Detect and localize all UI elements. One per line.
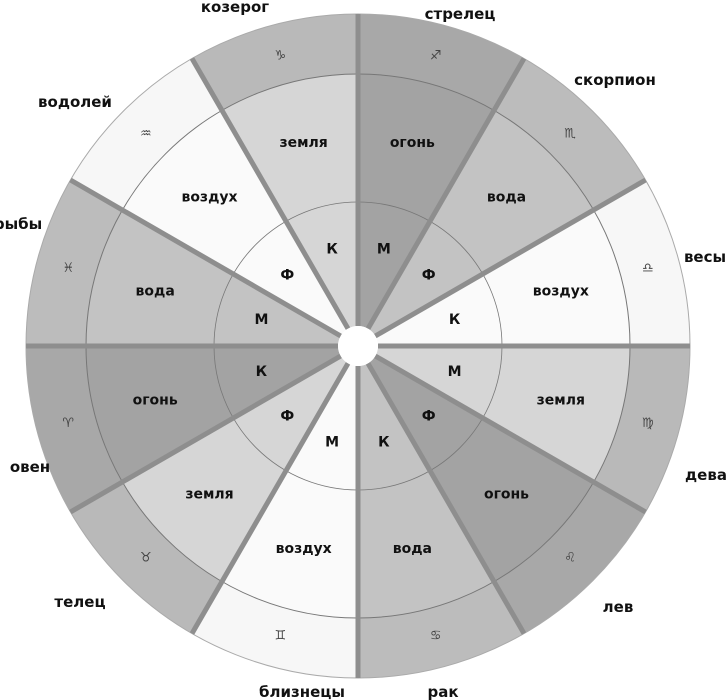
element-sector xyxy=(122,110,348,336)
element-sector xyxy=(375,346,630,482)
sign-name-label: рыбы xyxy=(0,215,42,233)
zodiac-glyph-icon: ♋ xyxy=(430,628,442,643)
sign-ring-sector xyxy=(494,482,646,634)
quality-label: К xyxy=(378,435,390,451)
element-sector xyxy=(86,346,341,482)
element-label: земля xyxy=(279,135,327,151)
sign-name-label: скорпион xyxy=(574,71,656,89)
zodiac-glyph-icon: ♎ xyxy=(642,261,654,276)
element-label: огонь xyxy=(390,135,435,151)
zodiac-glyph-icon: ♒ xyxy=(140,126,152,141)
sector-divider xyxy=(374,353,647,515)
sign-ring-sector xyxy=(70,482,222,634)
element-label: воздух xyxy=(533,284,589,300)
quality-label: К xyxy=(449,312,461,328)
element-label: огонь xyxy=(133,392,178,408)
element-sector xyxy=(122,356,348,582)
quality-label: Ф xyxy=(422,267,436,283)
zodiac-glyph-icon: ♑ xyxy=(275,49,287,64)
sector-divider xyxy=(189,57,351,330)
element-label: огонь xyxy=(484,486,529,502)
zodiac-glyph-icon: ♓ xyxy=(62,261,74,276)
sign-name-label: весы xyxy=(684,248,726,266)
element-sector xyxy=(375,210,630,346)
sign-ring-sector xyxy=(593,346,690,512)
sign-name-label: овен xyxy=(10,458,50,476)
zodiac-glyph-icon: ♍ xyxy=(642,416,654,431)
quality-label: М xyxy=(448,364,462,380)
sign-ring-sector xyxy=(358,14,524,111)
element-label: воздух xyxy=(181,190,237,206)
element-sector xyxy=(222,74,358,329)
element-label: вода xyxy=(487,190,526,206)
sign-ring-sector xyxy=(494,58,646,210)
quality-label: Ф xyxy=(422,409,436,425)
zodiac-glyph-icon: ♉ xyxy=(140,551,152,566)
zodiac-glyph-icon: ♏ xyxy=(564,126,576,141)
quality-label: Ф xyxy=(280,409,294,425)
element-sector xyxy=(86,210,341,346)
element-sector xyxy=(222,363,358,618)
sector-divider xyxy=(69,177,342,339)
sign-name-label: рак xyxy=(427,683,458,700)
sign-name-label: козерог xyxy=(201,0,269,16)
sign-name-label: дева xyxy=(685,466,727,484)
sign-ring-sector xyxy=(358,581,524,678)
sign-name-label: близнецы xyxy=(259,683,345,700)
sign-name-label: телец xyxy=(54,593,105,611)
sign-ring-sector xyxy=(593,180,690,346)
sign-ring-sector xyxy=(26,180,123,346)
element-label: вода xyxy=(393,541,432,557)
sign-name-label: стрелец xyxy=(425,5,496,23)
quality-label: М xyxy=(377,241,391,257)
sign-name-label: водолей xyxy=(38,93,112,111)
element-sector xyxy=(358,74,494,329)
quality-label: Ф xyxy=(280,267,294,283)
sector-divider xyxy=(69,353,342,515)
sign-ring-sector xyxy=(192,581,358,678)
element-sector xyxy=(368,110,594,336)
zodiac-glyph-icon: ♈ xyxy=(62,416,74,431)
zodiac-glyph-icon: ♊ xyxy=(275,628,287,643)
element-label: земля xyxy=(537,392,585,408)
zodiac-glyph-icon: ♐ xyxy=(430,49,442,64)
element-label: вода xyxy=(136,284,175,300)
element-sector xyxy=(368,356,594,582)
center-hole xyxy=(338,326,378,366)
sector-divider xyxy=(374,177,647,339)
quality-label: К xyxy=(256,364,268,380)
quality-label: К xyxy=(326,241,338,257)
element-label: воздух xyxy=(276,541,332,557)
zodiac-glyph-icon: ♌ xyxy=(564,551,576,566)
sign-ring-sector xyxy=(192,14,358,111)
sector-divider xyxy=(365,362,527,635)
sector-divider xyxy=(365,57,527,330)
element-label: земля xyxy=(185,486,233,502)
quality-label: М xyxy=(254,312,268,328)
sign-ring-sector xyxy=(70,58,222,210)
quality-label: М xyxy=(325,435,339,451)
sector-divider xyxy=(189,362,351,635)
sign-name-label: лев xyxy=(603,598,634,616)
element-sector xyxy=(358,363,494,618)
sign-ring-sector xyxy=(26,346,123,512)
